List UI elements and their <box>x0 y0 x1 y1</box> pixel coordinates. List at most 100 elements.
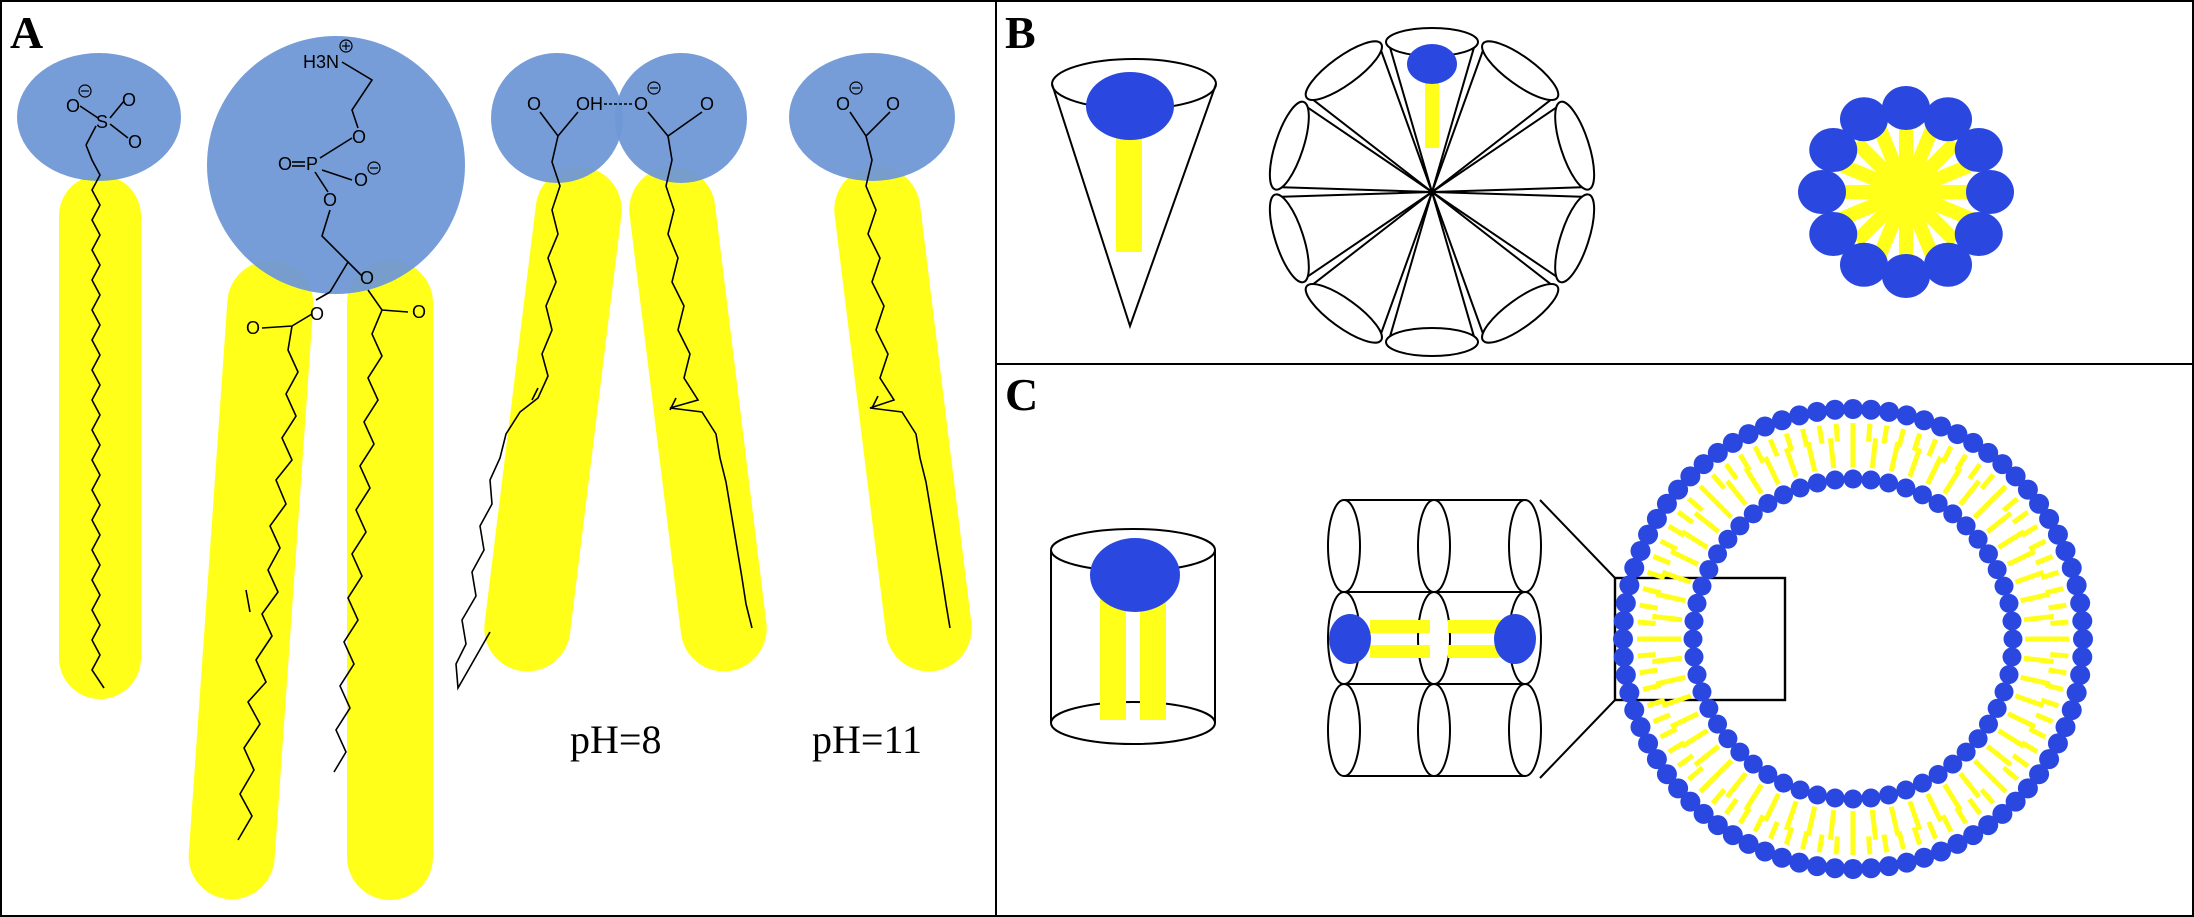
vesicle-tail-outer <box>1652 554 1672 566</box>
vesicle-head-inner <box>1807 473 1827 493</box>
vesicle-tail-inner <box>1985 744 2013 767</box>
vesicle-tail-inner <box>1907 447 1923 478</box>
vesicle-tail-inner <box>1661 693 1692 709</box>
vesicle-tail-inner <box>2020 591 2051 604</box>
sulfonate-chain <box>85 144 105 689</box>
cylinder-end <box>1417 683 1451 777</box>
vesicle-tail-outer <box>1783 826 1795 846</box>
vesicle-head-inner <box>1692 682 1712 702</box>
vesicle-tail-outer <box>1911 826 1923 846</box>
vesicle-tail-inner <box>1655 591 1686 604</box>
vesicle-tail-outer <box>1940 445 1954 464</box>
vesicle-head-outer <box>1914 410 1935 431</box>
vesicle-tail-outer <box>1639 602 1658 611</box>
cone-side <box>1428 106 1582 194</box>
vesicle-head-outer <box>2061 557 2082 578</box>
cone-side <box>1282 190 1436 278</box>
micelle-head <box>1966 170 2014 214</box>
micelle-head <box>1809 128 1858 172</box>
vesicle-tail-outer <box>2050 619 2069 626</box>
vesicle-head-outer <box>2005 466 2026 487</box>
vesicle-head-outer <box>1613 647 1634 668</box>
fatty-acid-head-right <box>615 53 747 183</box>
vesicle-head-outer <box>1615 593 1636 614</box>
cylinder-end <box>1508 499 1542 593</box>
vesicle-head-outer <box>1656 493 1677 514</box>
cone-rim <box>1554 100 1596 191</box>
vesicle-head-inner <box>1928 494 1948 514</box>
cone-rim <box>1481 40 1560 101</box>
vesicle-tail-outer <box>1639 667 1658 676</box>
vesicle-head-outer <box>2029 493 2050 514</box>
vesicle-tail-outer <box>1911 432 1923 452</box>
charge-minus <box>78 84 92 98</box>
micelle-head <box>1798 170 1846 214</box>
vesicle-tail-outer <box>1659 538 1678 552</box>
vesicle-head-inner <box>1943 504 1963 524</box>
vesicle-tail-inner <box>2006 711 2037 729</box>
vesicle-head-outer <box>1613 629 1633 649</box>
vesicle-head-inner <box>1825 788 1845 808</box>
cone-side <box>1429 189 1552 334</box>
vesicle-tail-inner <box>1985 511 2013 534</box>
vesicle-tail-inner <box>1708 494 1734 520</box>
cone-side <box>1312 189 1435 334</box>
vesicle-tail-outer <box>1646 569 1666 581</box>
vesicle-head-inner <box>1987 560 2007 580</box>
vesicle-head-outer <box>2055 540 2076 561</box>
vesicle-tail-inner <box>2023 613 2055 623</box>
vesicle-head-outer <box>1615 664 1636 685</box>
vesicle-head-outer <box>1630 540 1651 561</box>
vesicle-head-inner <box>1912 485 1932 505</box>
vesicle-tail-inner <box>1743 783 1764 812</box>
panel-a: S O O O H3N O P O O O <box>17 36 972 900</box>
cone-shape <box>1051 58 1217 330</box>
vesicle-tail-inner <box>1669 711 1700 729</box>
vesicle-tail-inner <box>2020 674 2051 687</box>
vesicle-head-outer <box>1824 858 1845 879</box>
vesicle-tail-outer <box>1676 753 1695 768</box>
vesicle-head-outer <box>1963 432 1984 453</box>
vesicle-head-inner <box>2003 629 2023 649</box>
cone-side <box>1428 190 1582 278</box>
vesicle-tail-outer <box>1926 438 1938 458</box>
vesicle-tail-outer <box>1724 462 1739 481</box>
packed-cone-head <box>1407 44 1457 84</box>
vesicle-tail-inner <box>1763 455 1781 486</box>
vesicle-tail-inner <box>1997 529 2026 550</box>
vesicle-tail-outer <box>1866 423 1873 442</box>
vesicle-head-outer <box>1931 841 1952 862</box>
vesicle-head-inner <box>1774 773 1794 793</box>
vesicle-tail-inner <box>2023 655 2055 665</box>
vesicle-tail-inner <box>1680 728 1709 749</box>
panel-label-a: A <box>10 7 43 58</box>
vesicle-head-inner <box>1978 714 1998 734</box>
vesicle-head-inner <box>1843 469 1863 489</box>
vesicle-head-outer <box>1771 847 1792 868</box>
vesicle-head-inner <box>1999 665 2019 685</box>
atom-o: O <box>836 94 850 114</box>
vesicle-tail-outer <box>1687 496 1705 513</box>
cone-tail <box>1116 130 1142 252</box>
vesicle-head-outer <box>1693 454 1714 475</box>
atom-o: O <box>360 268 374 288</box>
vesicle-head-inner <box>1956 742 1976 762</box>
vesicle-head-outer <box>1878 401 1899 422</box>
vesicle-tail-outer <box>1752 814 1766 833</box>
vesicle-head-outer <box>1754 416 1775 437</box>
cone-rim <box>1304 283 1383 344</box>
fatty-acid-head-left <box>491 53 623 183</box>
vesicle-tail-outer <box>1816 834 1825 853</box>
vesicle-head-outer <box>2039 508 2060 529</box>
atom-o: O <box>412 302 426 322</box>
vesicle-head-outer <box>2005 791 2026 812</box>
vesicle-head-inner <box>2002 647 2022 667</box>
phospholipid-tail-right <box>347 260 433 900</box>
sulfonate-surfactant: S O O O <box>17 53 181 699</box>
vesicle-head-outer <box>2017 479 2038 500</box>
vesicle-head-outer <box>2070 664 2091 685</box>
vesicle-tail-outer <box>1659 726 1678 740</box>
vesicle-head-outer <box>1738 424 1759 445</box>
micelle-tail <box>1903 158 1974 199</box>
